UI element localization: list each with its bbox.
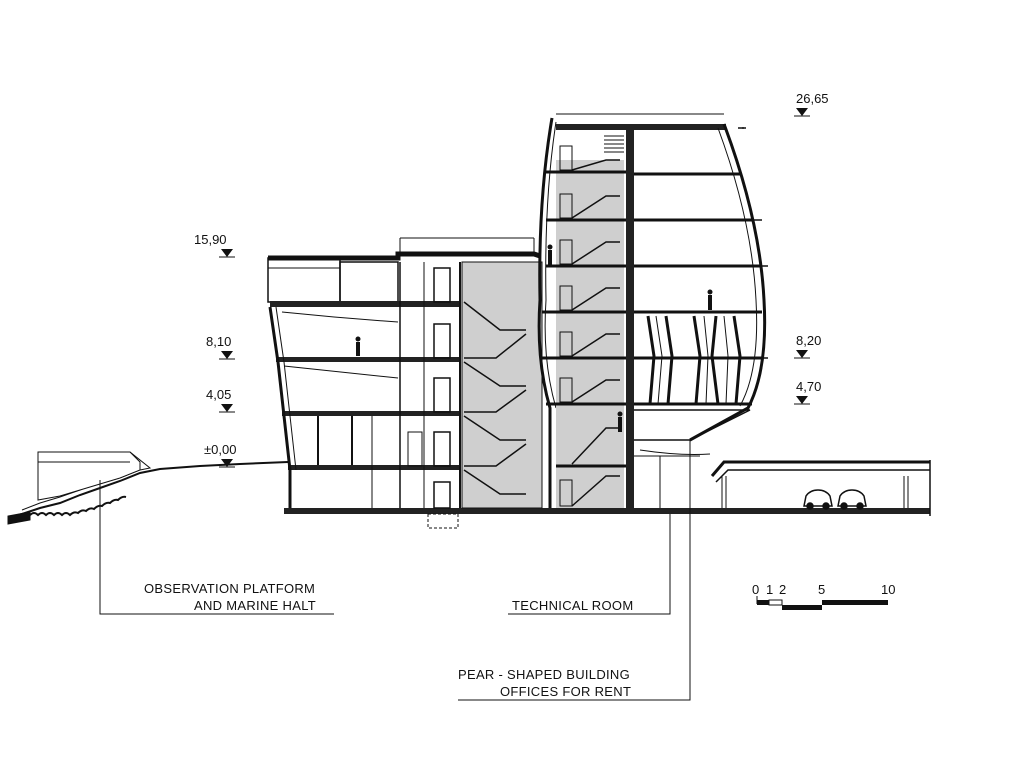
level-marker: ±0,00 bbox=[204, 442, 236, 468]
stair-core-left bbox=[461, 261, 543, 509]
scale-tick-10: 10 bbox=[881, 582, 895, 597]
parking bbox=[634, 460, 931, 516]
scale-bar: 0 1 2 5 10 bbox=[752, 582, 895, 610]
terrain bbox=[7, 461, 289, 525]
level-label: 8,10 bbox=[206, 334, 231, 349]
left-building bbox=[267, 237, 634, 529]
person-figure-icon bbox=[707, 289, 713, 310]
scale-tick-2: 2 bbox=[779, 582, 786, 597]
car-icon bbox=[837, 489, 867, 510]
tower bbox=[537, 113, 726, 512]
level-marker: 4,70 bbox=[794, 379, 821, 405]
observation-platform bbox=[37, 451, 152, 501]
scale-tick-0: 0 bbox=[752, 582, 759, 597]
level-label: 4,70 bbox=[796, 379, 821, 394]
level-marker: 26,65 bbox=[794, 91, 829, 117]
pear-building bbox=[634, 123, 768, 508]
level-label: 4,05 bbox=[206, 387, 231, 402]
level-marker: 8,20 bbox=[794, 333, 821, 359]
technical-room-label: TECHNICAL ROOM bbox=[512, 598, 633, 613]
level-marker: 4,05 bbox=[206, 387, 235, 413]
level-label: 15,90 bbox=[194, 232, 227, 247]
level-label: 26,65 bbox=[796, 91, 829, 106]
level-label: ±0,00 bbox=[204, 442, 236, 457]
observation-label-line1: OBSERVATION PLATFORM bbox=[144, 581, 315, 596]
person-figure-icon bbox=[355, 336, 361, 356]
pear-building-label-line1: PEAR - SHAPED BUILDING bbox=[458, 667, 630, 682]
scale-tick-5: 5 bbox=[818, 582, 825, 597]
car-icon bbox=[803, 489, 833, 510]
scale-tick-1: 1 bbox=[766, 582, 773, 597]
person-figure-icon bbox=[617, 411, 623, 432]
level-marker: 8,10 bbox=[206, 334, 235, 360]
person-figure-icon bbox=[547, 244, 553, 265]
level-label: 8,20 bbox=[796, 333, 821, 348]
observation-label-line2: AND MARINE HALT bbox=[194, 598, 316, 613]
leader-lines bbox=[99, 440, 691, 701]
pear-building-label-line2: OFFICES FOR RENT bbox=[500, 684, 631, 699]
level-marker: 15,90 bbox=[194, 232, 235, 258]
